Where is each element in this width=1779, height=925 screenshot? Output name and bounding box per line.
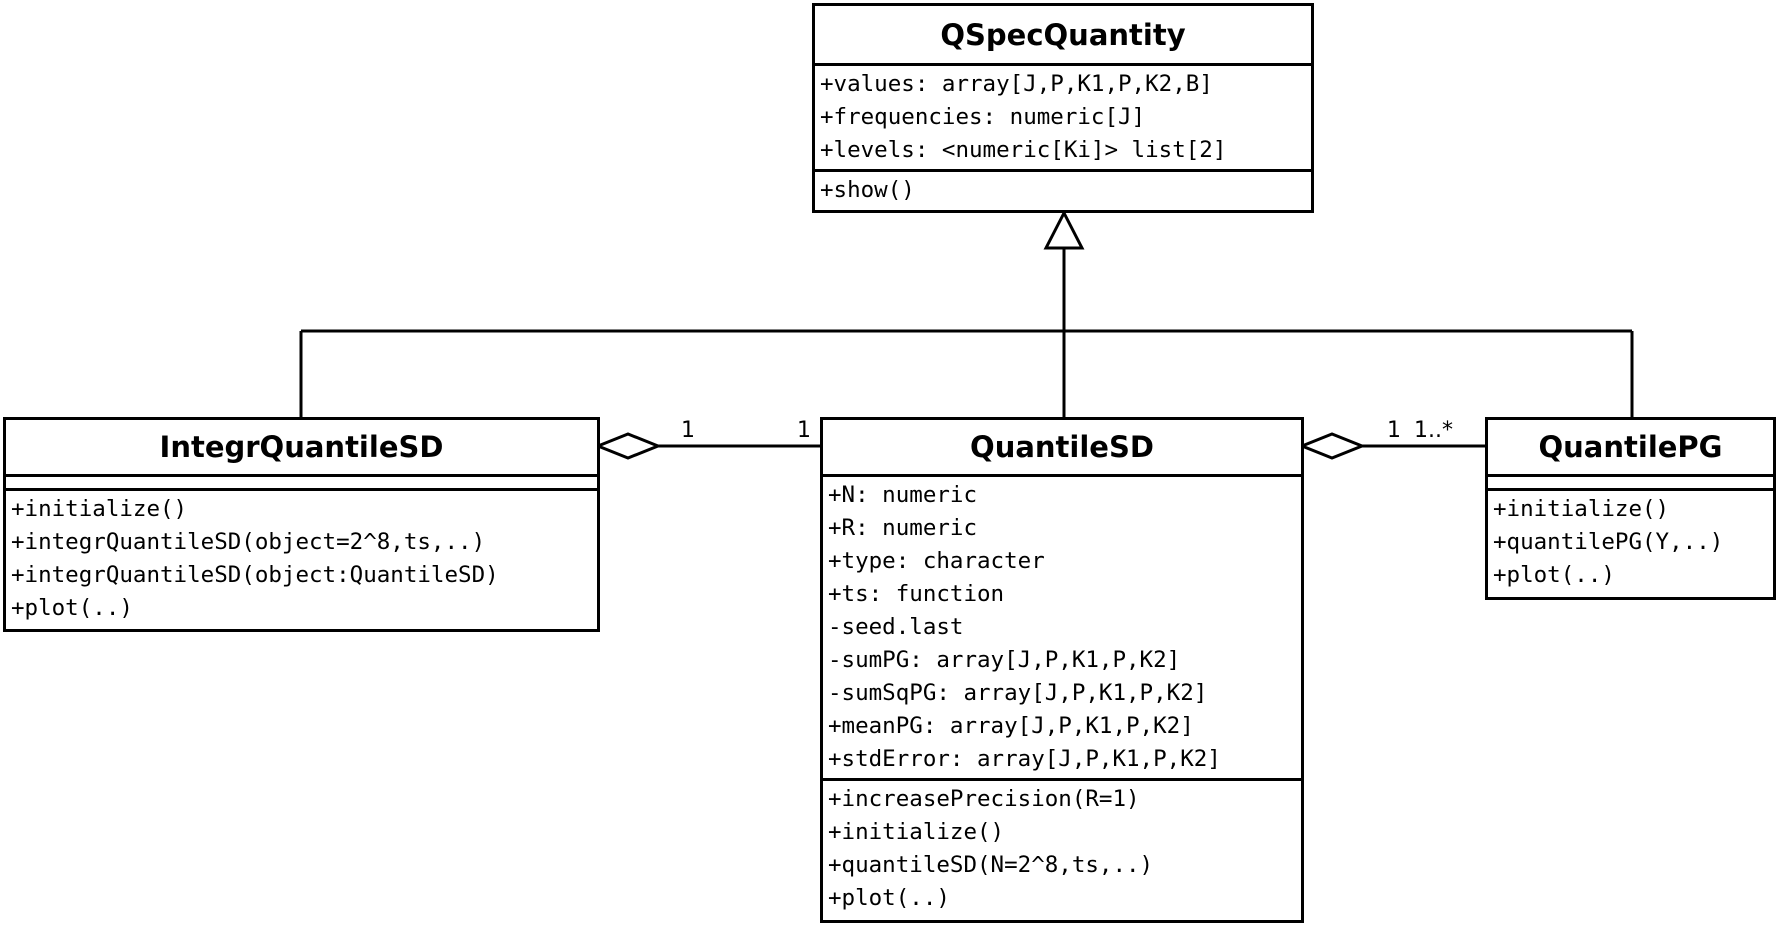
method: +quantilePG(Y,..) xyxy=(1493,529,1724,555)
method: +initialize() xyxy=(1493,496,1670,522)
attribute: +ts: function xyxy=(828,581,1005,607)
attribute: -seed.last xyxy=(828,614,964,640)
class-integrquantilesd: IntegrQuantileSD +initialize() +integrQu… xyxy=(3,417,600,632)
methods-section: +show() xyxy=(815,172,1311,209)
method: +plot(..) xyxy=(1493,562,1615,588)
class-name: QSpecQuantity xyxy=(815,6,1311,66)
attribute: +stdError: array[J,P,K1,P,K2] xyxy=(828,746,1221,772)
class-qspecquantity: QSpecQuantity +values: array[J,P,K1,P,K2… xyxy=(812,3,1314,213)
class-quantilepg: QuantilePG +initialize() +quantilePG(Y,.… xyxy=(1485,417,1776,600)
attributes-section: +values: array[J,P,K1,P,K2,B] +frequenci… xyxy=(815,66,1311,172)
class-quantilesd: QuantileSD +N: numeric +R: numeric +type… xyxy=(820,417,1304,923)
attribute: +frequencies: numeric[J] xyxy=(820,104,1146,130)
attribute: +type: character xyxy=(828,548,1045,574)
attribute: -sumPG: array[J,P,K1,P,K2] xyxy=(828,647,1181,673)
method: +quantileSD(N=2^8,ts,..) xyxy=(828,852,1154,878)
class-name: IntegrQuantileSD xyxy=(6,420,597,477)
methods-section: +increasePrecision(R=1) +initialize() +q… xyxy=(823,781,1301,917)
method: +show() xyxy=(820,177,915,203)
method: +plot(..) xyxy=(11,595,133,621)
attributes-section xyxy=(1488,477,1773,491)
methods-section: +initialize() +integrQuantileSD(object=2… xyxy=(6,491,597,627)
attribute: +meanPG: array[J,P,K1,P,K2] xyxy=(828,713,1194,739)
generalization-arrowhead xyxy=(1043,209,1085,250)
methods-section: +initialize() +quantilePG(Y,..) +plot(..… xyxy=(1488,491,1773,594)
method: +integrQuantileSD(object:QuantileSD) xyxy=(11,562,499,588)
aggregation-diamond-quantilesd xyxy=(1297,432,1367,460)
method: +plot(..) xyxy=(828,885,950,911)
attribute: -sumSqPG: array[J,P,K1,P,K2] xyxy=(828,680,1208,706)
attribute: +N: numeric xyxy=(828,482,978,508)
multiplicity-quantilepg: 1..* xyxy=(1414,418,1453,443)
method: +integrQuantileSD(object=2^8,ts,..) xyxy=(11,529,486,555)
attribute: +values: array[J,P,K1,P,K2,B] xyxy=(820,71,1213,97)
method: +initialize() xyxy=(11,496,188,522)
class-name: QuantileSD xyxy=(823,420,1301,477)
method: +initialize() xyxy=(828,819,1005,845)
method: +increasePrecision(R=1) xyxy=(828,786,1140,812)
attribute: +levels: <numeric[Ki]> list[2] xyxy=(820,137,1227,163)
multiplicity-integr: 1 xyxy=(681,418,695,443)
multiplicity-quantilesd-right: 1 xyxy=(1387,418,1401,443)
attributes-section xyxy=(6,477,597,491)
attributes-section: +N: numeric +R: numeric +type: character… xyxy=(823,477,1301,781)
aggregation-diamond-integr xyxy=(593,432,663,460)
attribute: +R: numeric xyxy=(828,515,978,541)
class-name: QuantilePG xyxy=(1488,420,1773,477)
multiplicity-quantilesd-left: 1 xyxy=(797,418,811,443)
